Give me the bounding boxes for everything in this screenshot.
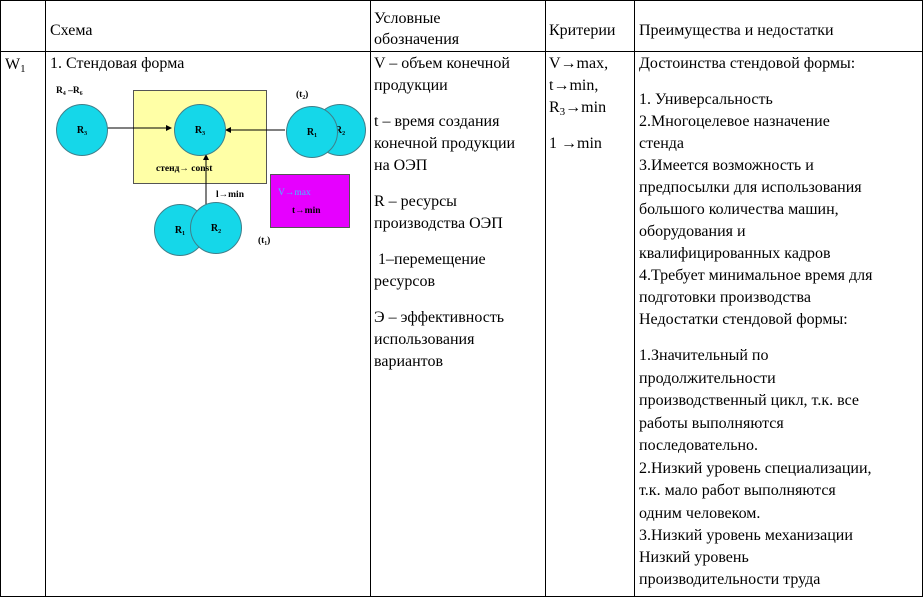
- cons-line: 2.Низкий уровень специализации,: [639, 460, 872, 477]
- cons-line: производственный цикл, т.к. все: [639, 392, 859, 409]
- stand-const-label: стенд→ const: [156, 164, 213, 174]
- table-border-top: [0, 0, 923, 1]
- target-v-label: V→max: [278, 188, 311, 198]
- header-notation-line2: обозначения: [374, 31, 460, 48]
- cons-line: 3.Низкий уровень механизации: [639, 527, 853, 544]
- col-divider-2: [370, 0, 371, 597]
- cons-line: т.к. мало работ выполняются: [639, 482, 836, 499]
- notation-line: на ОЭП: [374, 157, 428, 174]
- cons-line: работы выполняются: [639, 415, 784, 432]
- resource-r1-right: R₁: [286, 106, 338, 158]
- cons-line: одним человеком.: [639, 505, 761, 522]
- criteria-r3: R3→min: [549, 97, 606, 123]
- header-notation-line1: Условные: [374, 10, 441, 27]
- target-box: [270, 174, 350, 228]
- cons-line: 1.Значительный по: [639, 347, 769, 364]
- col-divider-3: [545, 0, 546, 597]
- label-t1: (t₁): [258, 236, 271, 246]
- notation-line: V – объем конечной: [374, 55, 510, 72]
- notation-line: вариантов: [374, 353, 444, 370]
- header-scheme: Схема: [50, 22, 93, 39]
- scheme-title: 1. Стендовая форма: [50, 55, 185, 72]
- target-t-label: t→min: [292, 206, 321, 216]
- resource-r3-left: R₃: [56, 104, 108, 156]
- diagram-arrows: [106, 125, 285, 210]
- pros-title: Достоинства стендовой формы:: [639, 55, 856, 72]
- criteria-r3-sub: 3: [559, 106, 566, 118]
- table-border-bottom: [0, 596, 923, 597]
- notation-line: t – время создания: [374, 113, 500, 130]
- pros-line: стенда: [639, 135, 684, 152]
- header-pros-cons: Преимущества и недостатки: [639, 22, 834, 39]
- cons-line: производительности труда: [639, 571, 821, 588]
- pros-line: подготовки производства: [639, 289, 811, 306]
- criteria-v: V→max,: [549, 55, 609, 72]
- pros-line: большого количества машин,: [639, 201, 839, 218]
- notation-line: производства ОЭП: [374, 215, 503, 232]
- pros-line: квалифицированных кадров: [639, 245, 831, 262]
- resource-r3-center: R₃: [174, 104, 226, 156]
- col-divider-1: [45, 0, 46, 597]
- header-divider: [0, 51, 923, 52]
- notation-line: конечной продукции: [374, 135, 516, 152]
- notation-line: 1–перемещение: [378, 251, 486, 268]
- pros-line: 3.Имеется возможность и: [639, 157, 814, 174]
- label-r4-r6: R₄ –R₆: [56, 86, 83, 96]
- criteria-l: 1 →min: [549, 135, 602, 152]
- cons-title: Недостатки стендовой формы:: [639, 311, 848, 328]
- row-id: W1: [5, 54, 26, 80]
- pros-line: предпосылки для использования: [639, 179, 862, 196]
- criteria-t: t→min,: [549, 77, 599, 94]
- pros-line: оборудования и: [639, 223, 746, 240]
- notation-line: R – ресурсы: [374, 193, 457, 210]
- label-t2: (t₂): [296, 90, 309, 100]
- stand-form-diagram: V→max t→min R₃ R₃ R₂ R₁ R₁ R₂ R₄ –R₆ (t₂…: [48, 82, 370, 262]
- row-id-main: W: [5, 56, 21, 73]
- l-min-label: l→min: [216, 190, 244, 200]
- notation-line: использования: [374, 331, 475, 348]
- notation-line: ресурсов: [374, 273, 436, 290]
- header-criteria: Критерии: [549, 22, 616, 39]
- notation-line: Э – эффективность: [374, 309, 505, 326]
- resource-r2-bottom: R₂: [190, 202, 242, 254]
- pros-line: 4.Требует минимальное время для: [639, 267, 873, 284]
- notation-line: продукции: [374, 77, 448, 94]
- cons-line: продолжительности: [639, 370, 776, 387]
- table-border-left: [0, 0, 1, 597]
- pros-line: 1. Универсальность: [639, 91, 773, 108]
- criteria-r3-main: R: [549, 99, 560, 116]
- cons-line: последовательно.: [639, 437, 759, 454]
- row-id-sub: 1: [20, 63, 26, 75]
- col-divider-4: [634, 0, 635, 597]
- criteria-r3-rest: →min: [565, 99, 607, 116]
- cons-line: Низкий уровень: [639, 549, 749, 566]
- pros-line: 2.Многоцелевое назначение: [639, 113, 830, 130]
